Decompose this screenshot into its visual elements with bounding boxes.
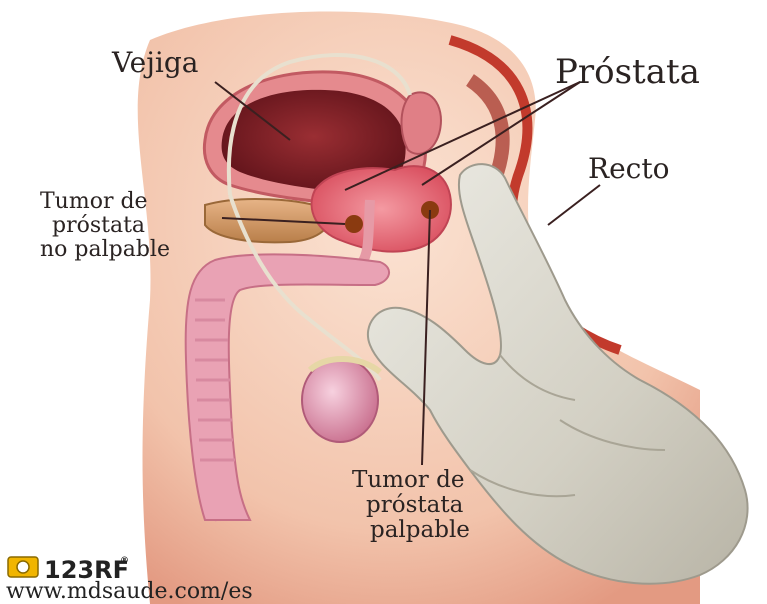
label-tumor-nonpalpable-line1: Tumor de [40,189,148,214]
seminal-vesicle [402,92,441,154]
label-rectum: Recto [588,152,669,185]
label-tumor-palpable-line3: palpable [370,517,470,543]
label-tumor-nonpalpable-line2: próstata [52,213,145,238]
tumor-nonpalpable-marker [345,215,363,233]
label-tumor-palpable-line1: Tumor de [352,467,464,493]
label-tumor-palpable-line2: próstata [366,492,464,518]
label-bladder: Vejiga [111,46,198,79]
label-prostate: Próstata [555,52,700,92]
logo-registered-mark: ® [120,556,129,566]
label-tumor-nonpalpable-line3: no palpable [40,237,170,262]
source-url: www.mdsaude.com/es [6,579,253,604]
